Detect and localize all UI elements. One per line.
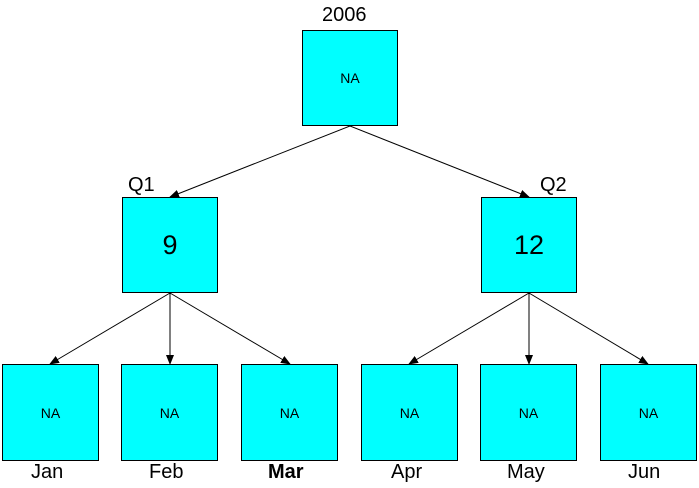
edge-2006-q2 [349,125,530,198]
feb-node[interactable]: NA [121,364,218,461]
jan-node[interactable]: NA [2,364,99,461]
node-value: NA [638,404,659,421]
node-value: NA [518,404,539,421]
may-label: May [507,461,545,483]
q1-node[interactable]: 9 [122,197,218,293]
feb-label: Feb [149,461,184,483]
edge-q2-jun [528,292,649,365]
may-node[interactable]: NA [480,364,577,461]
root-node[interactable]: NA [302,30,398,126]
mar-label: Mar [268,461,304,483]
node-value: 12 [513,229,545,260]
node-value: NA [399,404,420,421]
edge-q1-jan [49,292,171,365]
q2-label: Q2 [540,174,567,196]
jun-label: Jun [628,461,661,483]
node-value: NA [159,404,180,421]
node-value: NA [340,70,360,86]
apr-label: Apr [391,461,423,483]
q2-node[interactable]: 12 [481,197,577,293]
edge-2006-q1 [169,125,351,198]
jan-label: Jan [31,461,64,483]
edge-q2-apr [408,292,530,365]
jun-node[interactable]: NA [600,364,697,461]
node-value: NA [279,404,300,421]
edge-q1-mar [169,292,291,365]
root-label: 2006 [322,4,367,26]
node-value: NA [40,404,61,421]
apr-node[interactable]: NA [361,364,458,461]
q1-label: Q1 [128,174,155,196]
mar-node[interactable]: NA [241,364,338,461]
node-value: 9 [162,229,178,260]
